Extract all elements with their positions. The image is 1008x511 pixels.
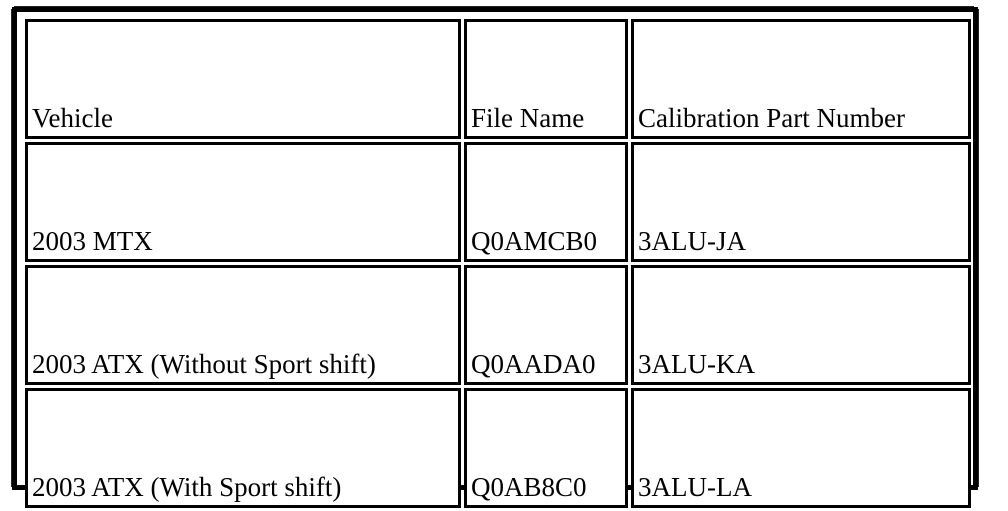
frame-edge-top (14, 6, 974, 7)
cell-vehicle-value: 2003 ATX (With Sport shift) (32, 472, 342, 502)
cell-vehicle: 2003 ATX (With Sport shift) (25, 388, 461, 508)
cell-vehicle-value: 2003 ATX (Without Sport shift) (32, 349, 376, 379)
cell-filename-value: Q0AADA0 (471, 349, 596, 379)
cell-vehicle: 2003 MTX (25, 142, 461, 262)
table-header-row: Vehicle File Name Calibration Part Numbe… (25, 19, 971, 139)
cell-filename-value: Q0AB8C0 (471, 472, 587, 502)
cell-calpart: 3ALU-JA (631, 142, 971, 262)
table-row: 2003 ATX (Without Sport shift) Q0AADA0 3… (25, 265, 971, 385)
cell-filename: Q0AMCB0 (464, 142, 628, 262)
cell-vehicle-value: 2003 MTX (32, 226, 153, 256)
cell-calpart-value: 3ALU-KA (638, 349, 755, 379)
table-outer-frame: Vehicle File Name Calibration Part Numbe… (12, 7, 978, 508)
column-header-filename-label: File Name (471, 103, 585, 133)
frame-edge-right (978, 9, 979, 487)
table-row: 2003 ATX (With Sport shift) Q0AB8C0 3ALU… (25, 388, 971, 508)
column-header-calpart-label: Calibration Part Number (638, 103, 905, 133)
cell-calpart: 3ALU-KA (631, 265, 971, 385)
frame-edge-left (11, 9, 12, 487)
cell-filename: Q0AADA0 (464, 265, 628, 385)
column-header-vehicle: Vehicle (25, 19, 461, 139)
cell-filename-value: Q0AMCB0 (471, 226, 598, 256)
cell-calpart-value: 3ALU-JA (638, 226, 746, 256)
column-header-filename: File Name (464, 19, 628, 139)
cell-filename: Q0AB8C0 (464, 388, 628, 508)
calibration-part-number-table: Vehicle File Name Calibration Part Numbe… (22, 16, 974, 511)
column-header-calpart: Calibration Part Number (631, 19, 971, 139)
cell-vehicle: 2003 ATX (Without Sport shift) (25, 265, 461, 385)
cell-calpart: 3ALU-LA (631, 388, 971, 508)
column-header-vehicle-label: Vehicle (32, 103, 113, 133)
table-row: 2003 MTX Q0AMCB0 3ALU-JA (25, 142, 971, 262)
cell-calpart-value: 3ALU-LA (638, 472, 752, 502)
